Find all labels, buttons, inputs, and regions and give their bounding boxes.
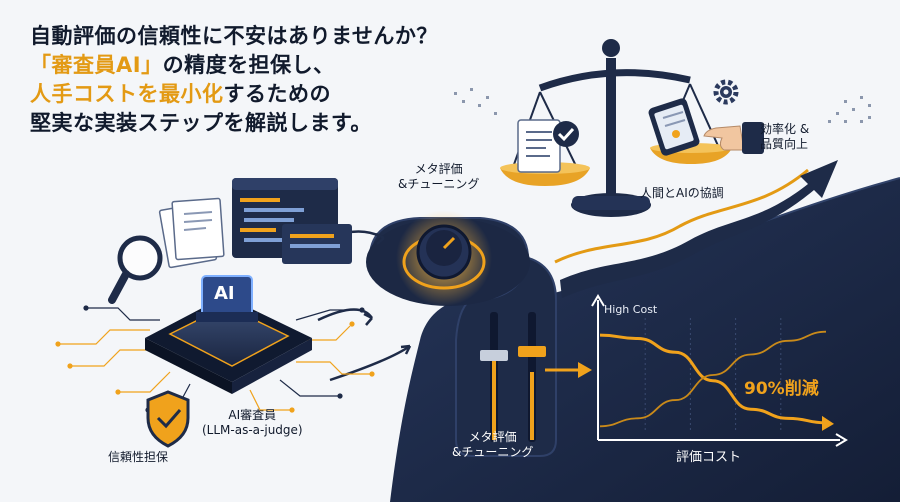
label-meta-top-line-2: &チューニング (398, 177, 480, 191)
headline-line-2: 「審査員AI」の精度を担保し、 (30, 51, 438, 80)
tablet-icon (648, 98, 700, 156)
chart-series-line-0 (599, 333, 827, 425)
label-ai-judge: AI審査員 (LLM-as-a-judge) (202, 408, 303, 438)
flow-arrows (317, 230, 412, 382)
document-icon (517, 119, 561, 173)
headline-accent-judge: 「審査員AI」 (30, 53, 163, 77)
paper-stack-icon (158, 197, 225, 269)
code-window (232, 178, 352, 264)
chart-series-line-1 (599, 330, 827, 428)
label-meta-bottom-line-1: メタ評価 (468, 430, 517, 444)
headline: 自動評価の信頼性に不安はありませんか？ 「審査員AI」の精度を担保し、 人手コス… (30, 22, 438, 138)
label-ai-judge-sub: (LLM-as-a-judge) (202, 423, 303, 437)
headline-line-3: 人手コストを最小化するための (30, 80, 438, 109)
chip-label: AI (214, 283, 235, 304)
shield-check-icon (146, 390, 190, 448)
label-human-ai: 人間とAIの協調 (640, 186, 724, 200)
slider-icon (480, 312, 546, 442)
chart-series-arrowhead (822, 415, 834, 431)
dotted-bars-decoration (454, 88, 871, 123)
label-efficiency-line-2: 品質向上 (760, 137, 809, 151)
label-meta-top: メタ評価 &チューニング (398, 162, 479, 192)
chart-series-group (599, 330, 834, 431)
label-reliability: 信頼性担保 (108, 450, 169, 464)
arrow-up-right-icon (560, 160, 838, 298)
headline-accent-cost: 人手コストを最小化 (30, 82, 224, 106)
headline-line-2-rest: の精度を担保し、 (162, 53, 335, 77)
cost-chart (591, 294, 848, 447)
label-efficiency: 効率化 & 品質向上 (760, 122, 809, 152)
label-meta-bottom-line-2: &チューニング (452, 445, 534, 459)
label-ai-judge-title: AI審査員 (228, 408, 277, 422)
label-meta-top-line-1: メタ評価 (414, 162, 463, 176)
headline-line-1: 自動評価の信頼性に不安はありませんか？ (30, 24, 438, 48)
chart-gridlines (644, 318, 782, 432)
label-reduction: 90%削減 (744, 379, 819, 399)
gear-icon (713, 79, 739, 105)
label-cost-axis: 評価コスト (676, 450, 742, 465)
label-high-cost: High Cost (604, 303, 658, 316)
label-meta-bottom: メタ評価 &チューニング (452, 430, 533, 460)
headline-line-3-rest: するための (223, 82, 331, 106)
growth-arrow (554, 168, 809, 264)
label-efficiency-line-1: 効率化 & (760, 122, 810, 136)
dial-knob-icon (396, 210, 492, 306)
hand-icon (703, 122, 764, 154)
arrow-head (578, 362, 592, 378)
checkmark-icon (553, 121, 579, 147)
magnifier-icon (108, 235, 163, 304)
headline-line-4: 堅実な実装ステップを解説します。 (30, 111, 372, 135)
ai-chip-icon (145, 275, 312, 394)
